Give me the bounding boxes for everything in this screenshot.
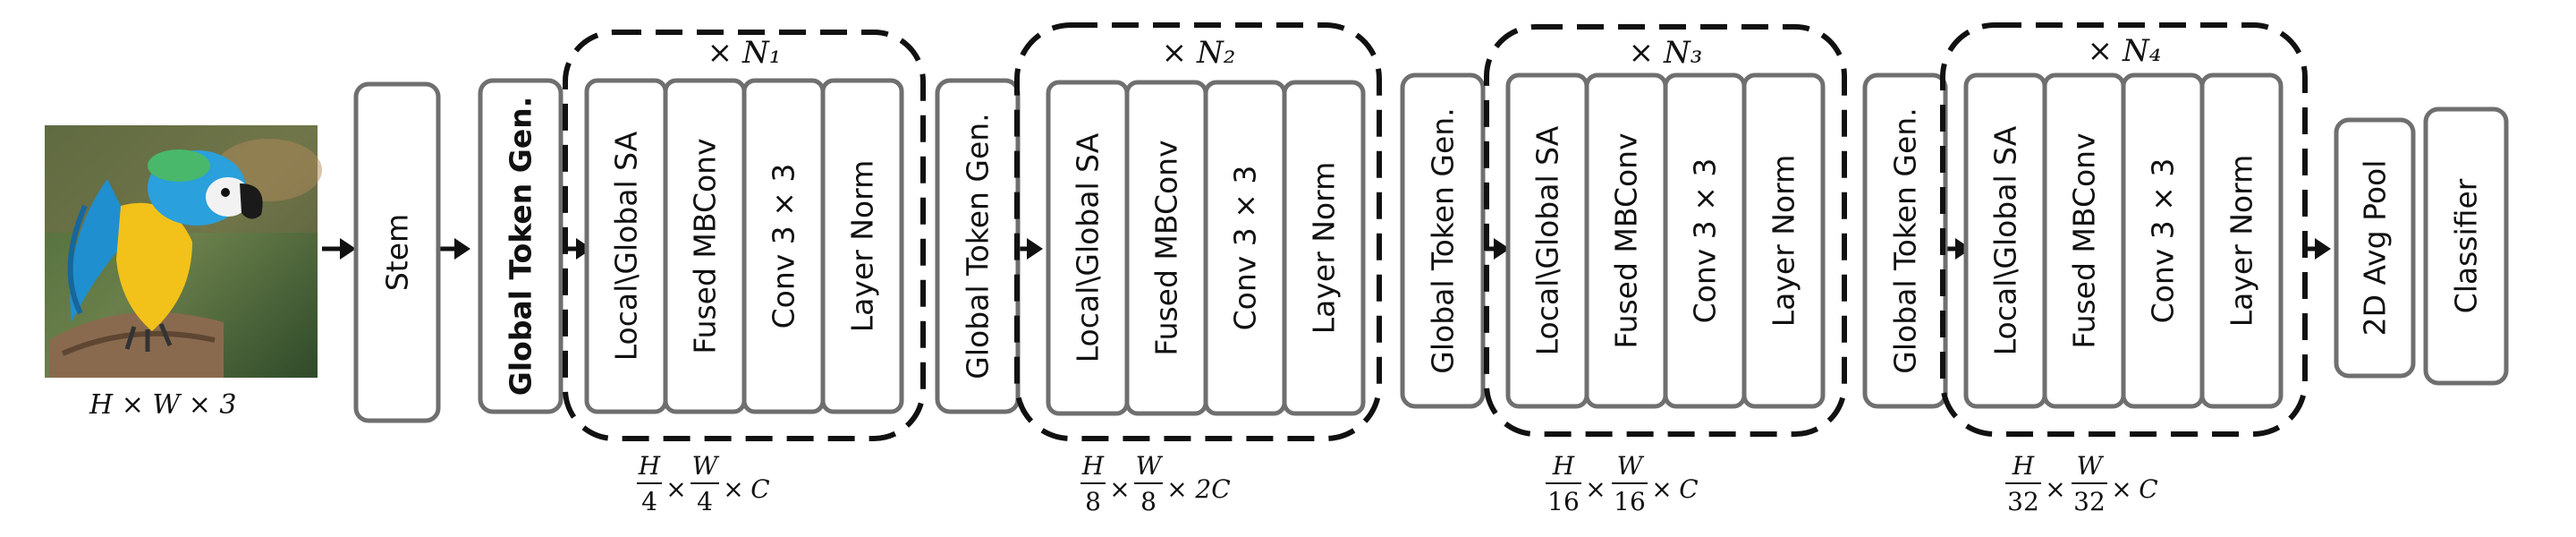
svg-text:4: 4 [697, 487, 713, 516]
svg-text:Conv 3 × 3: Conv 3 × 3 [1688, 158, 1723, 324]
stage-2-repeat: × N₂ [1162, 35, 1236, 71]
svg-text:W: W [1136, 451, 1164, 481]
stage-4-layer-4: Layer Norm [2199, 72, 2284, 409]
input-parrot-image [45, 125, 322, 378]
stage-2-resolution: H 8 × W 8 × 2C [1080, 451, 1231, 516]
svg-text:Fused MBConv: Fused MBConv [2067, 132, 2102, 348]
stage-4-repeat: × N₄ [2088, 33, 2162, 69]
svg-text:Classifier: Classifier [2449, 178, 2484, 313]
svg-text:H: H [2012, 451, 2035, 481]
svg-text:Local\Global SA: Local\Global SA [609, 131, 644, 361]
svg-text:Layer Norm: Layer Norm [845, 160, 880, 333]
stage-3-layer-1: Local\Global SA [1505, 72, 1589, 409]
svg-text:H: H [638, 451, 661, 481]
stage-1-layer-2: Fused MBConv [663, 78, 747, 414]
svg-text:2D Avg Pool: 2D Avg Pool [2358, 160, 2393, 337]
svg-text:Stem: Stem [380, 214, 415, 291]
svg-text:×: × [723, 474, 743, 504]
stage-3-layer-4: Layer Norm [1741, 72, 1826, 409]
svg-text:32: 32 [2073, 487, 2106, 516]
svg-text:×: × [665, 474, 686, 504]
stage-1-layer-3: Conv 3 × 3 [741, 78, 826, 414]
svg-text:×: × [2111, 474, 2131, 504]
svg-text:16: 16 [1547, 487, 1580, 516]
svg-text:W: W [692, 451, 720, 481]
stage-3-resolution: H 16 × W 16 × C [1546, 451, 1699, 516]
svg-text:H: H [1552, 451, 1575, 481]
stage-4-layer-3: Conv 3 × 3 [2121, 72, 2205, 409]
svg-text:8: 8 [1085, 487, 1101, 516]
stage-4-layer-2: Fused MBConv [2042, 72, 2126, 409]
svg-text:H: H [1081, 451, 1105, 481]
svg-text:Fused MBConv: Fused MBConv [688, 138, 723, 354]
svg-text:C: C [1679, 474, 1698, 504]
stage-1-repeat: × N₁ [708, 35, 782, 71]
stage-1-layer-4: Layer Norm [820, 78, 904, 414]
svg-text:Global Token Gen.: Global Token Gen. [1426, 107, 1461, 373]
stage-1-resolution: H 4 × W 4 × C [637, 451, 770, 516]
svg-text:8: 8 [1140, 487, 1157, 516]
svg-text:×: × [1109, 474, 1130, 504]
svg-text:16: 16 [1614, 487, 1646, 516]
svg-text:2C: 2C [1194, 474, 1230, 504]
stage-4: × N₄ Local\Global SA Fused MBConv Conv 3… [1940, 22, 2308, 437]
stage-4-layer-1: Local\Global SA [1963, 72, 2047, 409]
stem-block: Stem [353, 81, 441, 423]
svg-text:Layer Norm: Layer Norm [1767, 155, 1801, 328]
global-token-gen-block-3: Global Token Gen. [1400, 72, 1486, 409]
svg-text:×: × [1166, 474, 1187, 504]
svg-text:Global Token Gen.: Global Token Gen. [1888, 107, 1923, 373]
stage-4-resolution: H 32 × W 32 × C [2005, 451, 2158, 516]
svg-text:C: C [750, 474, 769, 504]
stage-3: × N₃ Local\Global SA Fused MBConv Conv 3… [1484, 24, 1847, 437]
avg-pool-block: 2D Avg Pool [2334, 117, 2416, 379]
svg-text:Conv 3 × 3: Conv 3 × 3 [1228, 166, 1263, 331]
stage-3-layer-3: Conv 3 × 3 [1663, 72, 1747, 409]
svg-text:Fused MBConv: Fused MBConv [1609, 132, 1644, 348]
stage-1: × N₁ Local\Global SA Fused MBConv Conv 3… [563, 30, 926, 441]
global-token-gen-block-1: Global Token Gen. [478, 78, 564, 414]
svg-text:Layer Norm: Layer Norm [1307, 162, 1342, 335]
stage-2: × N₂ Local\Global SA Fused MBConv Conv 3… [1014, 22, 1382, 441]
global-token-gen-block-2: Global Token Gen. [935, 78, 1021, 414]
svg-text:×: × [2045, 474, 2065, 504]
svg-text:4: 4 [641, 487, 657, 516]
classifier-block: Classifier [2423, 107, 2509, 386]
svg-text:Local\Global SA: Local\Global SA [1530, 125, 1565, 355]
svg-text:Conv 3 × 3: Conv 3 × 3 [2146, 158, 2181, 324]
svg-text:Local\Global SA: Local\Global SA [1071, 132, 1106, 362]
svg-text:Local\Global SA: Local\Global SA [1988, 125, 2023, 355]
svg-text:Fused MBConv: Fused MBConv [1149, 140, 1184, 355]
stage-1-layer-1: Local\Global SA [584, 78, 668, 414]
svg-text:Conv 3 × 3: Conv 3 × 3 [767, 164, 801, 329]
stage-3-repeat: × N₃ [1629, 35, 1703, 71]
svg-text:W: W [1617, 451, 1645, 481]
svg-text:Global Token Gen.: Global Token Gen. [961, 113, 996, 379]
svg-text:32: 32 [2007, 487, 2039, 516]
global-token-gen-block-4: Global Token Gen. [1862, 72, 1948, 409]
svg-text:Layer Norm: Layer Norm [2224, 155, 2259, 328]
svg-text:C: C [2139, 474, 2157, 504]
svg-text:W: W [2077, 451, 2105, 481]
stage-2-layer-3: Conv 3 × 3 [1203, 80, 1287, 416]
stage-2-layer-2: Fused MBConv [1124, 80, 1208, 416]
stage-2-layer-1: Local\Global SA [1046, 80, 1130, 416]
stage-2-layer-4: Layer Norm [1282, 80, 1366, 416]
svg-text:×: × [1651, 474, 1672, 504]
stage-3-layer-2: Fused MBConv [1584, 72, 1668, 409]
svg-text:Global Token Gen.: Global Token Gen. [504, 97, 538, 396]
svg-text:×: × [1585, 474, 1606, 504]
flow-arrows [322, 238, 2331, 260]
input-size-caption: H × W × 3 [89, 389, 237, 421]
